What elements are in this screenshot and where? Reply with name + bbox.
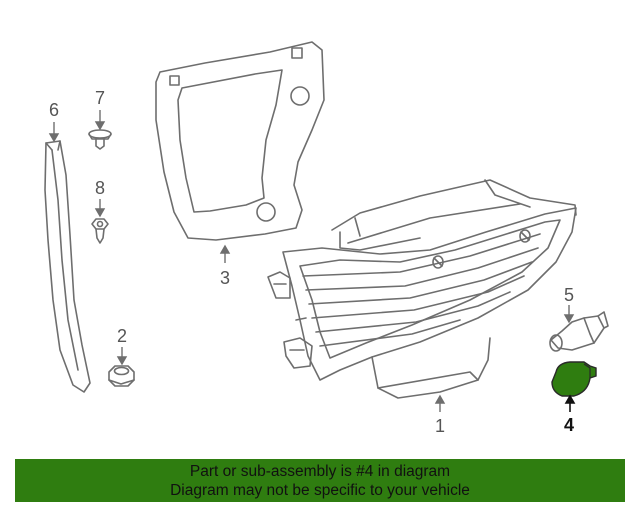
- banner-line-disclaimer: Diagram may not be specific to your vehi…: [170, 482, 470, 499]
- leader-arrow-3: [219, 244, 231, 263]
- callout-1: 1: [435, 416, 446, 436]
- banner-line-part-number: Part or sub-assembly is #4 in diagram: [189, 463, 451, 480]
- part-2-nut[interactable]: [108, 365, 135, 387]
- part-1-tail-lamp[interactable]: [267, 179, 577, 399]
- part-7-clip[interactable]: [88, 129, 112, 150]
- callout-3: 3: [220, 268, 231, 288]
- callout-2: 2: [117, 326, 128, 346]
- leader-arrow-6: [48, 122, 60, 143]
- part-5-bulb[interactable]: [549, 311, 609, 352]
- callout-5: 5: [564, 285, 575, 305]
- callout-8: 8: [95, 178, 106, 198]
- info-banner: Part or sub-assembly is #4 in diagram Di…: [15, 459, 625, 502]
- leader-arrow-5: [563, 305, 575, 324]
- callout-4-highlighted: 4: [564, 415, 575, 435]
- leader-arrow-8: [94, 199, 106, 218]
- part-8-pushpin[interactable]: [91, 218, 109, 244]
- part-4-socket-highlighted[interactable]: [551, 361, 597, 397]
- part-6-trim-strip[interactable]: [44, 140, 91, 393]
- leader-arrow-1: [434, 394, 446, 412]
- leader-arrow-2: [116, 347, 128, 366]
- leader-arrow-4: [564, 394, 576, 412]
- leader-arrow-7: [94, 110, 106, 131]
- callout-6: 6: [49, 100, 60, 120]
- callout-7: 7: [95, 88, 106, 108]
- part-3-gasket[interactable]: [155, 41, 325, 241]
